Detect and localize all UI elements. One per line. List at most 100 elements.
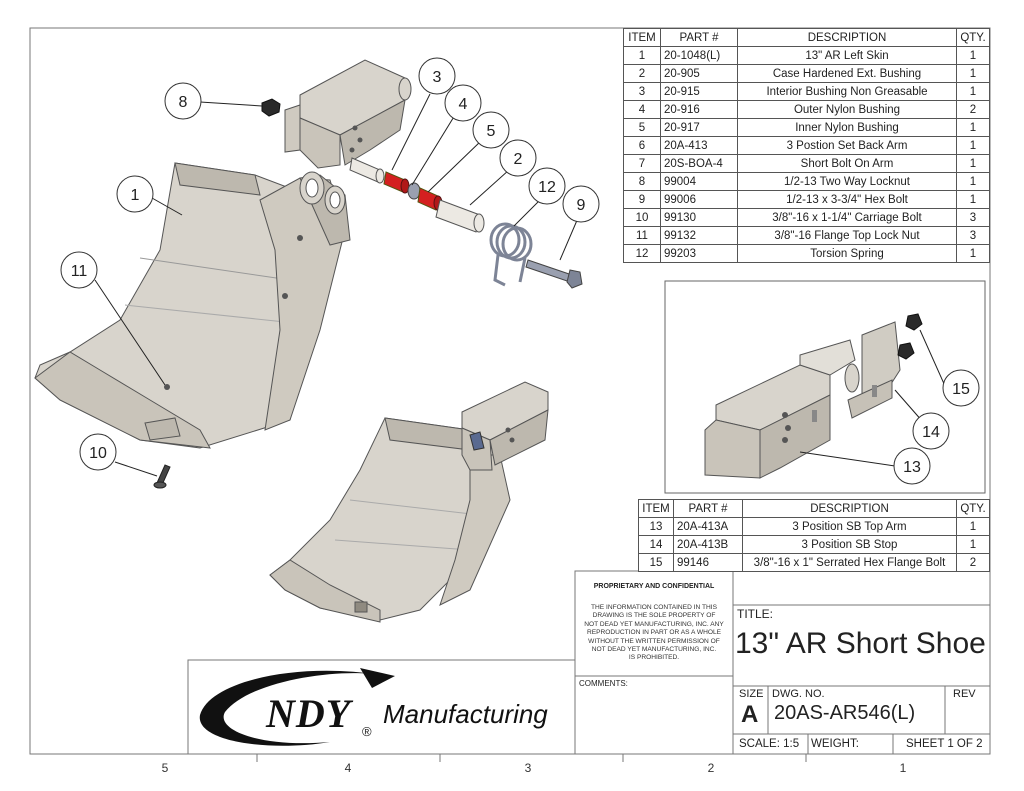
bom-header-part: PART #	[673, 499, 743, 518]
bom-header-description: DESCRIPTION	[737, 28, 957, 47]
balloon-label: 15	[952, 381, 970, 398]
bom-part-number: 20S-BOA-4	[660, 154, 738, 173]
balloon-11	[60, 251, 98, 289]
dwg-no-value: 20AS-AR546(L)	[774, 702, 916, 724]
proprietary-line: THE INFORMATION CONTAINED IN THIS	[590, 604, 717, 611]
proprietary-line: NOT DEAD YET MANUFACTURING, INC. ANY	[584, 620, 724, 628]
bom-item-number: 9	[623, 190, 661, 209]
balloon-label: 3	[433, 69, 442, 86]
bom-qty: 1	[956, 118, 990, 137]
bom-qty: 3	[956, 208, 990, 227]
balloon-label: 5	[487, 123, 496, 140]
bom-description: 3/8"-16 x 1" Serrated Hex Flange Bolt	[742, 553, 957, 572]
bom-item-number: 1	[623, 46, 661, 65]
bom-item-number: 6	[623, 136, 661, 155]
balloon-label: 13	[903, 459, 921, 476]
bom-qty: 1	[956, 517, 990, 536]
balloon-13	[893, 447, 931, 485]
bom-part-number: 20-1048(L)	[660, 46, 738, 65]
balloon-label: 1	[131, 187, 140, 204]
zone-label: 5	[162, 761, 169, 775]
bom-item-number: 15	[638, 553, 674, 572]
proprietary-line: IS PROHIBITED.	[628, 654, 680, 662]
bom-header-item: ITEM	[623, 28, 661, 47]
bom-item-number: 11	[623, 226, 661, 245]
bom-item-number: 3	[623, 82, 661, 101]
bom-part-number: 20A-413B	[673, 535, 743, 554]
balloon-10	[79, 433, 117, 471]
bom-item-number: 4	[623, 100, 661, 119]
bom-item-number: 12	[623, 244, 661, 263]
hex-bolt-item-9	[525, 259, 583, 289]
bom-description: 13" AR Left Skin	[737, 46, 957, 65]
balloon-label: 8	[179, 94, 188, 111]
zone-label: 1	[900, 761, 907, 775]
shoe-skin-main	[34, 162, 351, 449]
zone-label: 4	[345, 761, 352, 775]
bom-item-number: 2	[623, 64, 661, 83]
bom-part-number: 20A-413A	[673, 517, 743, 536]
detail-view-frame	[664, 280, 986, 494]
proprietary-line: DRAWING IS THE SOLE PROPERTY OF	[592, 612, 716, 620]
zone-label: 2	[708, 761, 715, 775]
bom-qty: 1	[956, 535, 990, 554]
bom-qty: 1	[956, 136, 990, 155]
balloon-9	[562, 185, 600, 223]
balloon-label: 12	[538, 179, 556, 196]
bom-item-number: 5	[623, 118, 661, 137]
shoe-assembled	[269, 381, 549, 623]
bom-header-item: ITEM	[638, 499, 674, 518]
balloon-2	[499, 139, 537, 177]
balloon-15	[942, 369, 980, 407]
ndy-logo	[199, 668, 395, 746]
balloons	[60, 57, 980, 485]
logo-registered-mark: ®	[362, 724, 372, 739]
balloon-label: 4	[459, 96, 468, 113]
bom-description: 3/8"-16 x 1-1/4" Carriage Bolt	[737, 208, 957, 227]
zone-ticks	[256, 754, 807, 762]
scale-label: SCALE: 1:5	[739, 738, 800, 750]
logo-letters: NDY	[266, 691, 352, 736]
balloon-label: 14	[922, 424, 940, 441]
bom-part-number: 99006	[660, 190, 738, 209]
balloon-5	[472, 111, 510, 149]
bom-description: Outer Nylon Bushing	[737, 100, 957, 119]
proprietary-line: NOT DEAD YET MANUFACTURING, INC.	[591, 646, 717, 654]
bom-part-number: 20-915	[660, 82, 738, 101]
bom-header-qty: QTY.	[956, 499, 990, 518]
proprietary-line: WITHOUT THE WRITTEN PERMISSION OF	[588, 637, 720, 645]
bom-part-number: 99203	[660, 244, 738, 263]
bom-item-number: 10	[623, 208, 661, 227]
bom-description: Interior Bushing Non Greasable	[737, 82, 957, 101]
bom-description: 3 Position SB Top Arm	[742, 517, 957, 536]
bom-qty: 1	[956, 46, 990, 65]
bom-item-number: 7	[623, 154, 661, 173]
bom-description: Short Bolt On Arm	[737, 154, 957, 173]
balloon-labels: 1 8 11 3 4 5 2 12 9 10 13 14 15	[71, 69, 970, 476]
carriage-bolt-item-10	[153, 464, 171, 489]
bom-qty: 1	[956, 244, 990, 263]
bom-qty: 1	[956, 64, 990, 83]
bom-part-number: 99130	[660, 208, 738, 227]
balloon-3	[418, 57, 456, 95]
bom-header-qty: QTY.	[956, 28, 990, 47]
balloon-14	[912, 412, 950, 450]
bom-header-description: DESCRIPTION	[742, 499, 957, 518]
bom-header-row: ITEM PART # DESCRIPTION QTY.	[623, 28, 990, 47]
bom-part-number: 20-916	[660, 100, 738, 119]
balloon-label: 9	[577, 197, 586, 214]
balloon-label: 11	[71, 263, 88, 280]
